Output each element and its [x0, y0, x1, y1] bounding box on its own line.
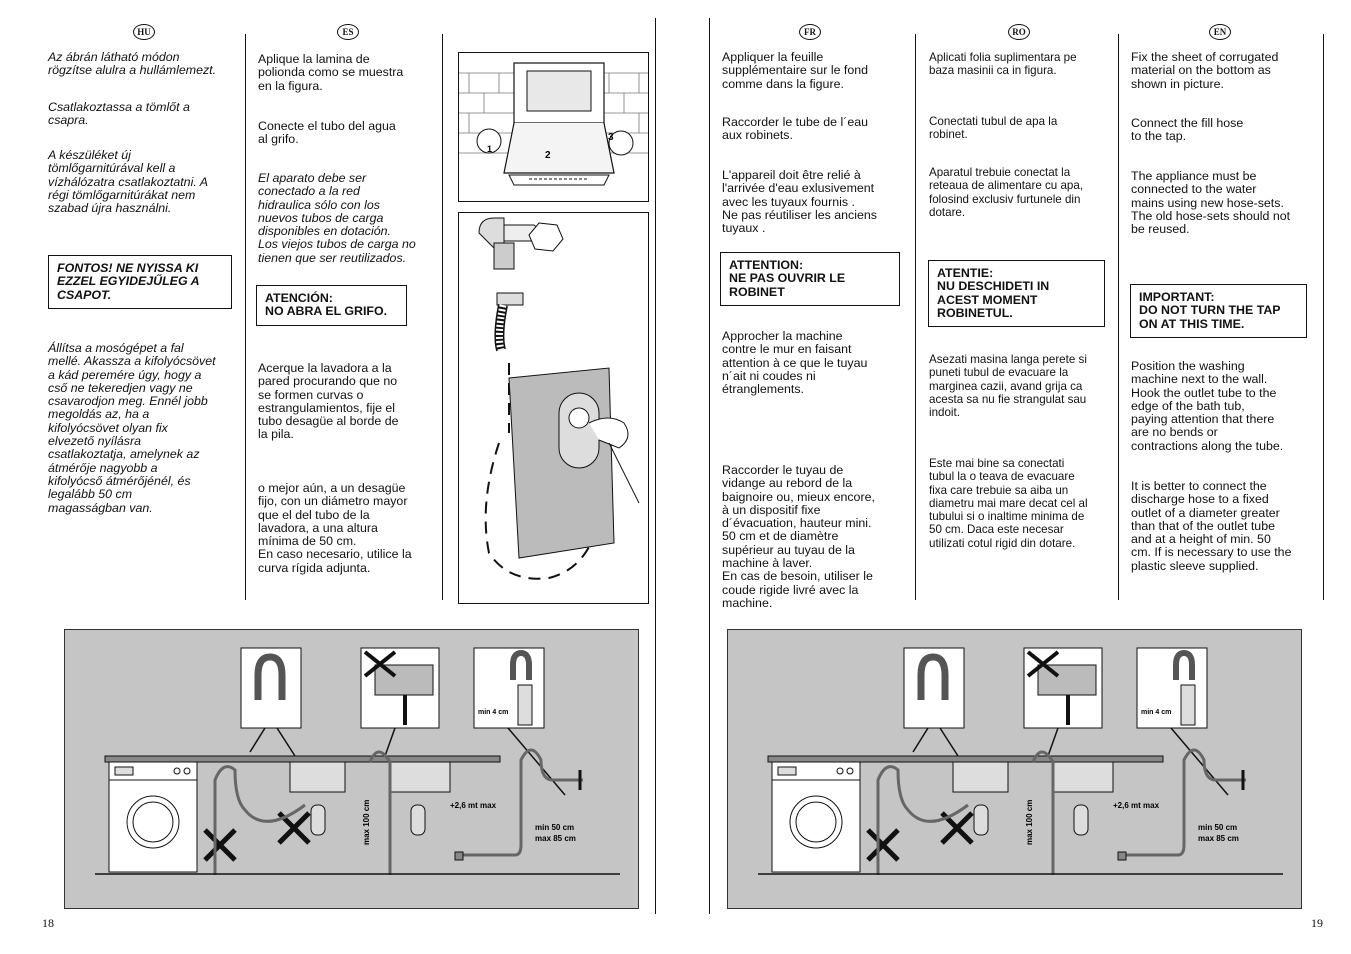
figure-step-3: 3	[608, 132, 614, 143]
lang-badge-fr: FR	[799, 24, 821, 40]
column-divider	[442, 34, 444, 600]
es-text-1: Aplique la lamina de polionda como se mu…	[258, 52, 404, 93]
en-text-4: Position the washing machine next to the…	[1131, 359, 1284, 453]
label-max-85cm: max 85 cm	[1198, 834, 1239, 843]
label-min-4cm: min 4 cm	[1141, 709, 1171, 716]
column-divider	[915, 34, 917, 600]
drain-installation-panel-right: min 4 cm max 100 cm +2,6 mt max min 50 c…	[727, 629, 1302, 909]
fr-text-3: L'appareil doit être relié à l'arrivée d…	[722, 168, 877, 236]
en-text-3: The appliance must be connected to the w…	[1131, 169, 1291, 237]
column-divider	[1323, 34, 1325, 600]
es-text-4: Acerque la lavadora a la pared procurand…	[258, 361, 399, 442]
label-plus-2-6-mt-max: +2,6 mt max	[450, 801, 497, 810]
label-plus-2-6-mt-max: +2,6 mt max	[1113, 801, 1160, 810]
page-divider	[655, 18, 657, 914]
en-text-5: It is better to connect the discharge ho…	[1131, 479, 1292, 573]
ro-text-4: Asezati masina langa perete si puneti tu…	[929, 353, 1087, 420]
figure-step-1: 1	[487, 144, 492, 154]
ro-text-3: Aparatul trebuie conectat la reteaua de …	[929, 166, 1084, 219]
label-min-50cm: min 50 cm	[535, 823, 574, 832]
hu-text-3: A készüléket új tömlőgarnitúrával kell a…	[48, 148, 209, 216]
lang-badge-es: ES	[337, 24, 359, 40]
fr-text-5: Raccorder le tuyau de vidange au rebord …	[722, 463, 875, 610]
column-divider	[245, 34, 247, 600]
en-text-1: Fix the sheet of corrugated material on …	[1131, 50, 1279, 91]
column-divider	[1118, 34, 1120, 600]
page-number-left: 18	[42, 916, 54, 930]
label-max-100cm: max 100 cm	[1025, 800, 1034, 845]
fr-text-2: Raccorder le tube de l´eau aux robinets.	[722, 115, 869, 143]
ro-text-1: Aplicati folia suplimentara pe baza masi…	[929, 51, 1077, 78]
page-number-right: 19	[1311, 916, 1323, 930]
en-warning: IMPORTANT: DO NOT TURN THE TAP ON AT THI…	[1130, 284, 1307, 338]
label-max-85cm: max 85 cm	[535, 834, 576, 843]
hu-text-1: Az ábrán látható módon rögzítse alulra a…	[48, 50, 217, 78]
drain-installation-panel-left: min 4 cm max 100 cm +2,6 mt max min 50 c…	[64, 629, 639, 909]
figure-step-2: 2	[545, 150, 551, 161]
es-text-2: Conecte el tubo del agua al grifo.	[258, 119, 396, 147]
es-text-3: El aparato debe ser conectado a la red h…	[258, 171, 416, 265]
fr-text-1: Appliquer la feuille supplémentaire sur …	[722, 50, 869, 91]
hu-text-2: Csatlakoztassa a tömlőt a csapra.	[48, 100, 190, 128]
ro-warning: ATENTIE: NU DESCHIDETI IN ACEST MOMENT R…	[928, 260, 1105, 328]
en-text-2: Connect the fill hose to the tap.	[1131, 116, 1244, 144]
page-divider	[709, 18, 711, 914]
ro-text-5: Este mai bine sa conectati tubul la o te…	[929, 457, 1088, 550]
fr-text-4: Approcher la machine contre le mur en fa…	[722, 329, 868, 397]
lang-badge-hu: HU	[133, 24, 155, 40]
es-text-5: o mejor aún, a un desagüe fijo, con un d…	[258, 481, 412, 575]
hu-warning: FONTOS! NE NYISSA KI EZZEL EGYIDEJŰLEG A…	[48, 255, 232, 309]
fr-warning: ATTENTION: NE PAS OUVRIR LE ROBINET	[720, 252, 900, 306]
label-max-100cm: max 100 cm	[362, 800, 371, 845]
label-min-4cm: min 4 cm	[478, 709, 508, 716]
ro-text-2: Conectati tubul de apa la robinet.	[929, 115, 1058, 142]
label-min-50cm: min 50 cm	[1198, 823, 1237, 832]
corrugated-sheet-figure: 1 2 3	[458, 52, 649, 202]
tap-hose-figure	[458, 212, 649, 604]
lang-badge-en: EN	[1209, 24, 1231, 40]
es-warning: ATENCIÓN: NO ABRA EL GRIFO.	[256, 285, 407, 326]
lang-badge-ro: RO	[1008, 24, 1030, 40]
hu-text-4: Állítsa a mosógépet a fal mellé. Akassza…	[48, 341, 216, 515]
